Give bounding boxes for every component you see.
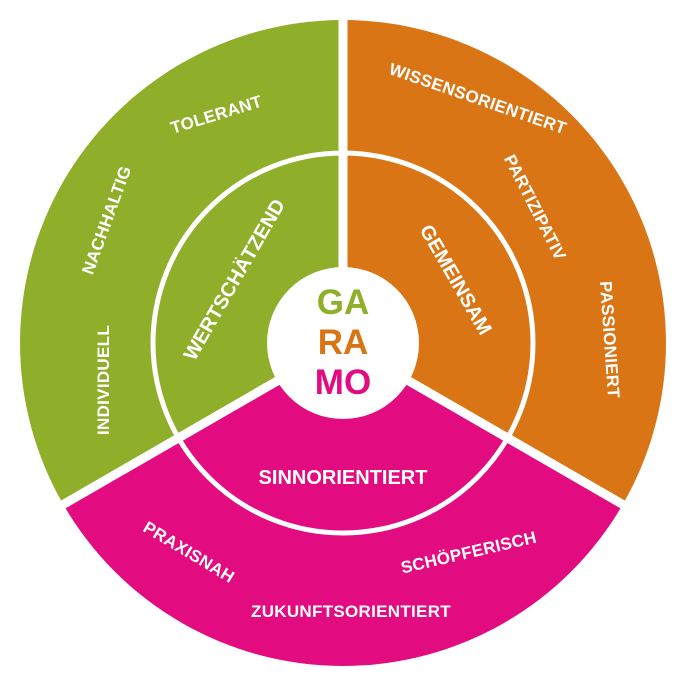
orange-segment [343, 20, 666, 505]
inner-ring [150, 150, 536, 536]
center-logo: GA RA MO [315, 283, 371, 402]
logo-line-2: RA [318, 323, 369, 362]
outer-label-zukunftsorientiert: ZUKUNFTSORIENTIERT [251, 602, 451, 621]
center-circle [267, 267, 419, 419]
outer-label-individuell: INDIVIDUELL [94, 325, 113, 435]
magenta-segment [63, 343, 623, 666]
logo-line-1: GA [317, 283, 370, 322]
inner-label-magenta: SINNORIENTIERT [259, 467, 428, 489]
logo-line-3: MO [315, 363, 371, 402]
green-segment [20, 20, 343, 505]
